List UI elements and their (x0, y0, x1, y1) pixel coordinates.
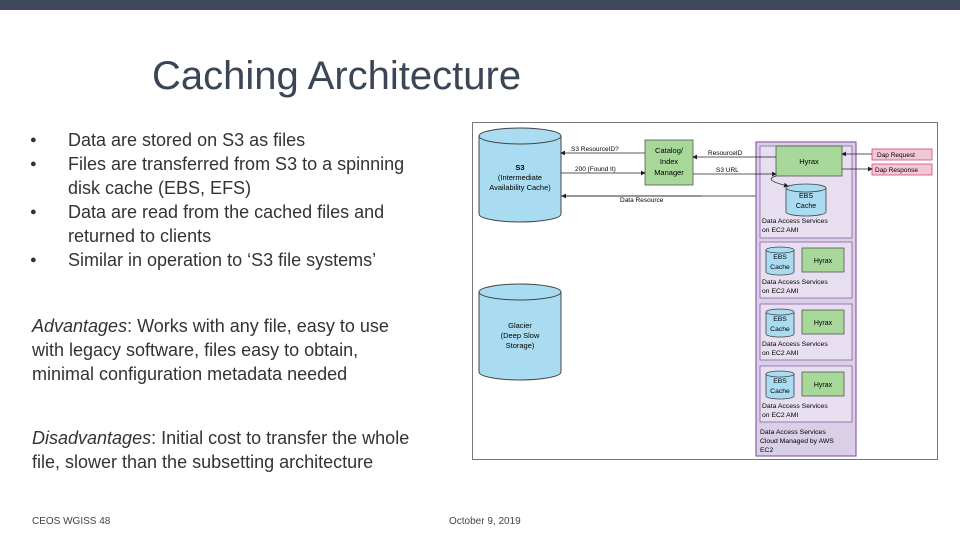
bullet-item: Files are transferred from S3 to a spinn… (30, 152, 410, 200)
das-instance: Hyrax EBS Cache Data Access Services on … (759, 303, 853, 361)
das-label: on EC2 AMI (762, 227, 798, 234)
hyrax-box (801, 371, 845, 397)
footer-left: CEOS WGISS 48 (32, 516, 111, 527)
ebs-cache-cylinder: EBS Cache (765, 246, 795, 276)
das-label: Data Access Services (762, 279, 828, 286)
bullet-item: Data are read from the cached files and … (30, 200, 410, 248)
hyrax-label: Hyrax (814, 382, 833, 389)
dap-request-label: Dap Request (877, 152, 915, 159)
catalog-label: Index (660, 157, 679, 166)
catalog-label: Manager (654, 168, 684, 177)
das-label: Data Access Services (762, 403, 828, 410)
das-label: Data Access Services (762, 218, 828, 225)
das-label: on EC2 AMI (762, 288, 798, 295)
hyrax-box (801, 309, 845, 335)
s3-label: S3 (515, 163, 524, 172)
glacier-label: Storage) (506, 341, 535, 350)
arrow-label: S3 ResourceID? (571, 146, 619, 153)
ebs-label: EBS (773, 254, 787, 261)
architecture-diagram: S3 (Intermediate Availability Cache) Gla… (472, 122, 938, 460)
das-label: on EC2 AMI (762, 350, 798, 357)
glacier-cylinder: Glacier (Deep Slow Storage) (478, 283, 562, 381)
cloud-label: Data Access Services (760, 429, 826, 436)
hyrax-box (801, 247, 845, 273)
bullet-list: Data are stored on S3 as files Files are… (30, 128, 410, 272)
dap-request-box (871, 148, 933, 161)
hyrax-label: Hyrax (814, 320, 833, 327)
cloud-label: EC2 (760, 447, 773, 454)
ebs-label: EBS (799, 193, 813, 200)
arrow-to-ebs (770, 175, 789, 188)
das-label: Data Access Services (762, 341, 828, 348)
cache-label: Cache (770, 388, 790, 395)
top-bar (0, 0, 960, 10)
arrow-label: ResourceID (708, 150, 743, 157)
glacier-label: (Deep Slow (501, 331, 540, 340)
ebs-label: EBS (773, 316, 787, 323)
arrow-label: 200 (Found It) (575, 166, 616, 173)
hyrax-label: Hyrax (799, 157, 819, 166)
das-label: on EC2 AMI (762, 412, 798, 419)
glacier-label: Glacier (508, 321, 532, 330)
das-instance: Hyrax EBS Cache Data Access Services on … (759, 241, 853, 299)
ebs-cache-cylinder: EBS Cache (765, 308, 795, 338)
das-instance: Hyrax EBS Cache Data Access Services on … (759, 145, 853, 239)
advantages-paragraph: Advantages: Works with any file, easy to… (32, 314, 412, 386)
arrow-label: S3 URL (716, 167, 739, 174)
cache-label: Cache (796, 203, 816, 210)
architecture-diagram-svg: S3 (Intermediate Availability Cache) Gla… (472, 122, 938, 460)
disadvantages-text: : Initial cost to transfer the whole fil… (32, 428, 410, 472)
hyrax-label: Hyrax (814, 258, 833, 265)
cache-label: Cache (770, 326, 790, 333)
ebs-cache-cylinder: EBS Cache (765, 370, 795, 400)
bullet-item: Similar in operation to ‘S3 file systems… (30, 248, 410, 272)
catalog-label: Catalog/ (655, 146, 684, 155)
das-instance: Hyrax EBS Cache Data Access Services on … (759, 365, 853, 423)
ebs-label: EBS (773, 378, 787, 385)
advantages-label: Advantages (32, 316, 128, 336)
ebs-cache-cylinder: EBS Cache (785, 183, 827, 217)
arrow-label: Data Resource (620, 197, 664, 204)
cache-label: Cache (770, 264, 790, 271)
s3-label: Availability Cache) (489, 183, 551, 192)
s3-cylinder: S3 (Intermediate Availability Cache) (478, 127, 562, 223)
disadvantages-label: Disadvantages (32, 428, 152, 448)
dap-response-label: Dap Response (875, 167, 918, 174)
disadvantages-paragraph: Disadvantages: Initial cost to transfer … (32, 426, 412, 474)
hyrax-box (775, 145, 843, 177)
cloud-label: Cloud Managed by AWS (760, 438, 834, 445)
slide-title: Caching Architecture (152, 54, 522, 98)
bullet-item: Data are stored on S3 as files (30, 128, 410, 152)
catalog-index-manager-box: Catalog/ Index Manager (644, 139, 694, 186)
footer-date: October 9, 2019 (449, 516, 521, 527)
advantages-text: : Works with any file, easy to use with … (32, 316, 389, 384)
s3-label: (Intermediate (498, 173, 542, 182)
